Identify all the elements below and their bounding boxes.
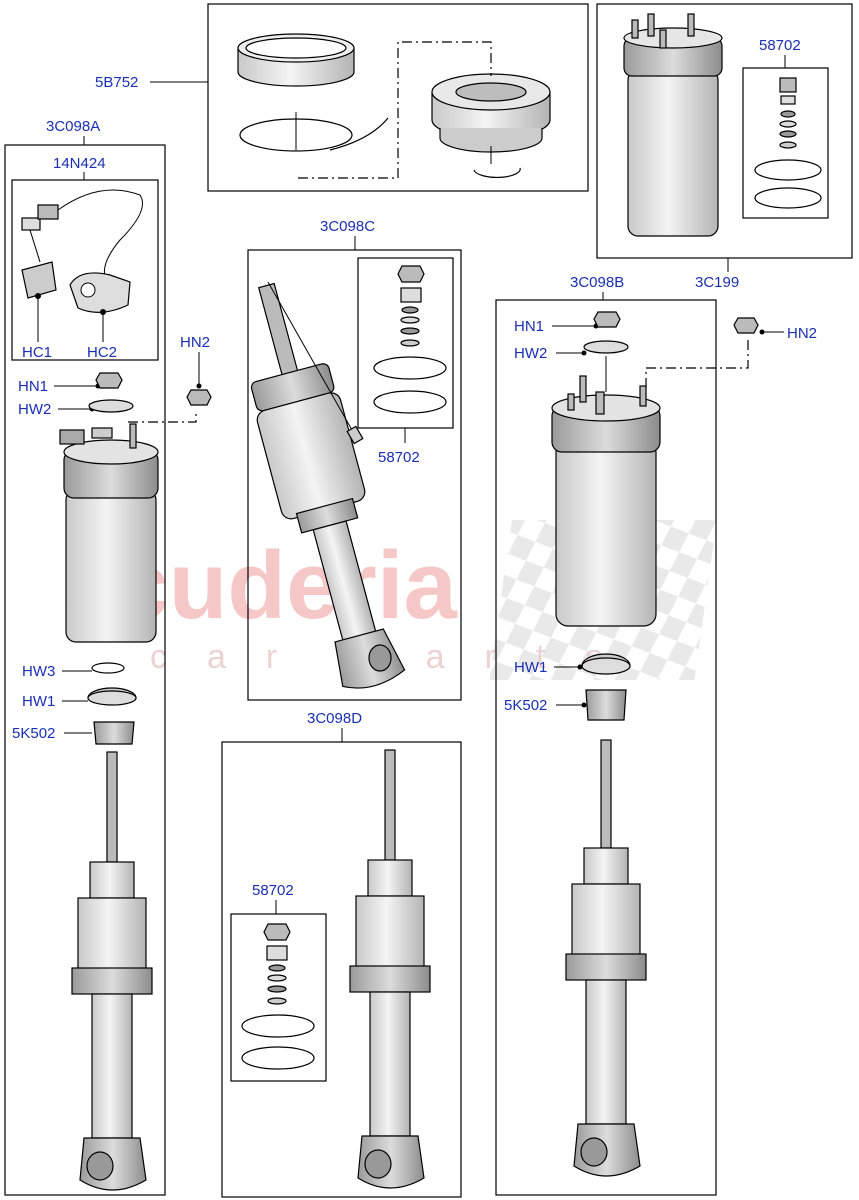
middle-assy-group: 3C098C 5870 <box>247 218 462 701</box>
bottom-assy-frame <box>221 741 462 1198</box>
callout-hn1-left: HN1 <box>18 378 48 395</box>
right-assy-group: 3C098B HN1 HW2 HN2 HW1 5K502 <box>495 274 817 1196</box>
bottom-assy-group: 3C098D 58702 <box>221 710 462 1198</box>
callout-hw2-left: HW2 <box>18 401 51 418</box>
callout-hw3-left: HW3 <box>22 663 55 680</box>
air-spring-right-part <box>551 375 661 627</box>
damper-bottom-part <box>349 749 431 1189</box>
seal-kit-top-part <box>754 77 822 209</box>
damper-left-part <box>71 751 153 1191</box>
callout-hn1-right: HN1 <box>514 318 544 335</box>
callout-3c098b: 3C098B <box>570 274 624 291</box>
callout-hw1-left: HW1 <box>22 693 55 710</box>
top-right-frame <box>596 3 853 259</box>
callout-hn2-left: HN2 <box>180 334 210 351</box>
left-assy-group: 3C098A 14N424 HC1 HC2 HN1 HW2 HN2 <box>4 118 212 1196</box>
callout-3c199: 3C199 <box>695 274 739 291</box>
callout-14n424: 14N424 <box>53 155 106 172</box>
top-mount-part <box>431 73 551 153</box>
callout-5k502-right: 5K502 <box>504 697 547 714</box>
callout-hn2-right: HN2 <box>787 325 817 342</box>
seal-sleeve-part <box>237 33 355 87</box>
harness-frame <box>11 179 159 361</box>
seal-kit-bottom-part <box>241 923 315 1070</box>
bottom-kit-frame <box>230 913 327 1082</box>
callout-3c098d: 3C098D <box>307 710 362 727</box>
callout-5k502-left: 5K502 <box>12 725 55 742</box>
wiring-harness-part <box>21 189 143 315</box>
air-spring-part <box>623 13 723 237</box>
callout-3c098c: 3C098C <box>320 218 375 235</box>
clamp-band-part <box>239 117 389 152</box>
air-strut-middle-part <box>250 281 406 689</box>
right-assy-frame <box>495 299 717 1196</box>
top-kit-frame <box>207 3 589 192</box>
damper-right-part <box>565 739 647 1177</box>
air-spring-left-part <box>59 423 159 643</box>
callout-hc1: HC1 <box>22 344 52 361</box>
middle-assy-frame <box>247 249 462 701</box>
callout-58702-bottom: 58702 <box>252 882 294 899</box>
callout-58702-middle: 58702 <box>378 449 420 466</box>
callout-58702-top: 58702 <box>759 37 801 54</box>
circlip-part <box>473 167 521 179</box>
callout-5b752: 5B752 <box>95 74 138 91</box>
top-right-assy-group: 3C199 58702 <box>596 3 853 291</box>
seal-kit-middle-part <box>373 265 447 414</box>
callout-hc2: HC2 <box>87 344 117 361</box>
left-assy-frame <box>4 144 166 1196</box>
callout-3c098a: 3C098A <box>46 118 100 135</box>
callout-hw2-right: HW2 <box>514 345 547 362</box>
top-kit-group: 5B752 <box>95 3 589 192</box>
callout-hw1-right: HW1 <box>514 659 547 676</box>
